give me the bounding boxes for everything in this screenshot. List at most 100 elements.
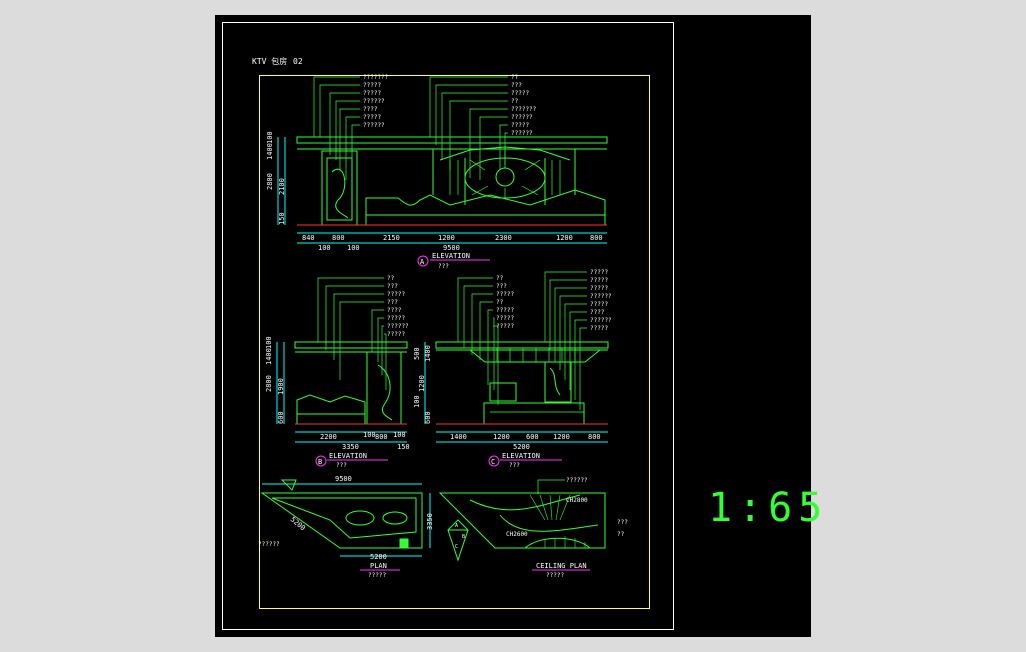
drawing-annotation: ????? <box>546 572 564 579</box>
drawing-annotation: ?? <box>496 299 504 306</box>
drawing-annotation: 100 <box>265 336 273 349</box>
drawing-annotation: 1200 <box>418 375 426 392</box>
drawing-annotation: 3350 <box>426 513 434 530</box>
drawing-annotation: ????? <box>387 331 405 338</box>
drawing-annotation: 1200 <box>556 234 573 242</box>
ceiling-plan-label: CEILING PLAN <box>536 562 587 570</box>
drawing-annotation: ????? <box>363 90 381 97</box>
ceiling-plan: ?????? CH2800 CH2600 ??? ?? CEILING PLAN… <box>438 477 628 579</box>
drawing-annotation: ??????? <box>363 74 389 81</box>
drawing-annotation: 3350 <box>342 443 359 451</box>
elevation-a-drawing: ??????? ????? ????? ?????? ???? ????? ??… <box>266 74 608 270</box>
drawing-annotation: 2150 <box>383 234 400 242</box>
drawing-annotation: A <box>455 523 458 529</box>
drawing-annotation: 2200 <box>320 433 337 441</box>
drawing-annotation: 800 <box>588 433 601 441</box>
drawing-annotation: ??? <box>509 462 520 469</box>
drawing-annotation: 9500 <box>443 244 460 252</box>
drawing-annotation: 100 <box>318 244 331 252</box>
drawing-annotation: ?????? <box>590 317 612 324</box>
drawing-annotation: 2800 <box>266 173 274 190</box>
drawing-annotation: ?????? <box>511 114 533 121</box>
drawing-annotation: ????? <box>590 277 608 284</box>
drawing-annotation: ????? <box>511 122 529 129</box>
elevation-c-tag: C <box>491 458 495 466</box>
drawing-annotation: ?????? <box>363 122 385 129</box>
drawing-annotation: ??? <box>387 283 398 290</box>
drawing-annotation: 1400 <box>266 143 274 160</box>
paper-sheet <box>222 22 674 630</box>
drawing-annotation: 2800 <box>265 375 273 392</box>
drawing-annotation: C <box>455 544 458 550</box>
drawing-annotation: 2100 <box>278 178 286 195</box>
drawing-annotation: ???? <box>590 309 605 316</box>
drawing-annotation: 800 <box>375 433 388 441</box>
drawing-annotation: 100 <box>347 244 360 252</box>
drawing-annotation: 800 <box>332 234 345 242</box>
elevation-c-drawing: ?? ??? ????? ?? ????? ????? ????? ????? … <box>413 269 612 469</box>
drawing-annotation: ????? <box>363 82 381 89</box>
drawing-annotation: ????? <box>590 285 608 292</box>
drawing-annotation: ?????? <box>363 98 385 105</box>
drawing-annotation: 1200 <box>438 234 455 242</box>
drawing-annotation: 5200 <box>289 515 307 532</box>
elevation-a-tag: A <box>420 258 425 266</box>
drawing-annotation: ??? <box>438 263 449 270</box>
drawing-annotation: 600 <box>277 411 285 424</box>
drawing-annotation: 9500 <box>335 475 352 483</box>
drawing-annotation: 150 <box>397 443 410 451</box>
drawing-annotation: 800 <box>590 234 603 242</box>
drawing-annotation: CH2800 <box>566 497 588 504</box>
drawing-annotation: ???? <box>363 106 378 113</box>
drawing-annotation: ??? <box>387 299 398 306</box>
elevation-b-tag: B <box>318 458 322 466</box>
drawing-annotation: ??? <box>617 519 628 526</box>
floor-plan: A B C 9500 3350 5200 5200 ?????? PLAN ??… <box>258 475 469 579</box>
drawing-annotation: 100 <box>266 131 274 144</box>
drawing-annotation: CH2600 <box>506 531 528 538</box>
elevation-c-label: ELEVATION <box>502 452 540 460</box>
drawing-annotation: ?????? <box>387 323 409 330</box>
drawing-annotation: ?? <box>387 275 395 282</box>
drawing-annotation: ?? <box>496 275 504 282</box>
drawing-annotation: 150 <box>278 212 286 225</box>
drawing-annotation: ????? <box>387 315 405 322</box>
sheet-number: 02 <box>293 57 303 66</box>
drawing-annotation: 1200 <box>493 433 510 441</box>
plan-label: PLAN <box>370 562 387 570</box>
drawing-annotation: ????? <box>496 307 514 314</box>
drawing-annotation: 1400 <box>265 348 273 365</box>
drawing-annotation: ????? <box>496 291 514 298</box>
drawing-annotation: ??? <box>496 283 507 290</box>
drawing-annotation: 1400 <box>450 433 467 441</box>
drawing-annotation: 840 <box>302 234 315 242</box>
drawing-annotation: ?????? <box>590 293 612 300</box>
drawing-annotation: ???? <box>387 307 402 314</box>
drawing-annotation: ????? <box>496 315 514 322</box>
drawing-annotation: 500 <box>413 347 421 360</box>
drawing-annotation: 600 <box>526 433 539 441</box>
drawing-annotation: ????? <box>387 291 405 298</box>
scale-label: 1:65 <box>708 485 829 531</box>
drawing-annotation: ????? <box>368 572 386 579</box>
drawing-annotation: 1200 <box>553 433 570 441</box>
elevation-a-label: ELEVATION <box>432 252 470 260</box>
drawing-annotation: ?????? <box>511 130 533 137</box>
drawing-annotation: ????? <box>363 114 381 121</box>
drawing-annotation: 600 <box>424 411 432 424</box>
drawing-annotation: ????? <box>590 301 608 308</box>
drawing-annotation: 5200 <box>370 553 387 561</box>
drawing-annotation: ????? <box>511 90 529 97</box>
drawing-annotation: ????? <box>496 323 514 330</box>
drawing-annotation: B <box>462 534 465 540</box>
drawing-annotation: ??????? <box>511 106 537 113</box>
drawing-annotation: 2300 <box>495 234 512 242</box>
drawing-annotation: ?? <box>617 531 625 538</box>
drawing-annotation: 100 <box>413 395 421 408</box>
elevation-b-label: ELEVATION <box>329 452 367 460</box>
drawing-annotation: ?????? <box>566 477 588 484</box>
drawing-annotation: ?? <box>511 74 519 81</box>
drawing-annotation: 100 <box>363 431 376 439</box>
